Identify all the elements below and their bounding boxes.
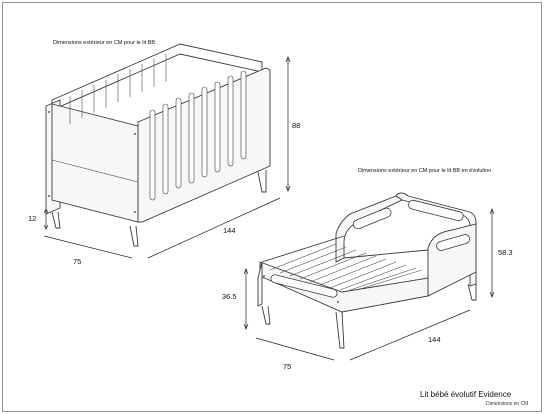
crib-dimension-lines: [43, 56, 291, 259]
drawing-title: Lit bébé évolutif Evidence: [420, 390, 512, 399]
crib-length-label: 144: [223, 226, 236, 235]
crib-leg-label: 12: [28, 214, 37, 223]
toddler-bed-dimension-lines: [243, 208, 495, 361]
toddler-bed-side-label: 36.5: [222, 292, 237, 301]
crib-caption: Dimensions extérieur en CM pour le lit B…: [53, 40, 156, 46]
toddler-bed-headboard-label: 58.3: [498, 248, 513, 257]
toddler-bed-length-label: 144: [428, 335, 441, 344]
toddler-bed-caption: Dimensions extérieur en CM pour le lit B…: [358, 168, 492, 174]
toddler-bed-illustration: [257, 192, 477, 349]
toddler-bed-depth-label: 75: [283, 362, 292, 371]
crib-illustration: [45, 43, 271, 247]
drawing-subtitle: Dimensions en CM: [486, 401, 529, 407]
crib-height-label: 88: [292, 121, 301, 130]
crib-depth-label: 75: [73, 257, 82, 266]
